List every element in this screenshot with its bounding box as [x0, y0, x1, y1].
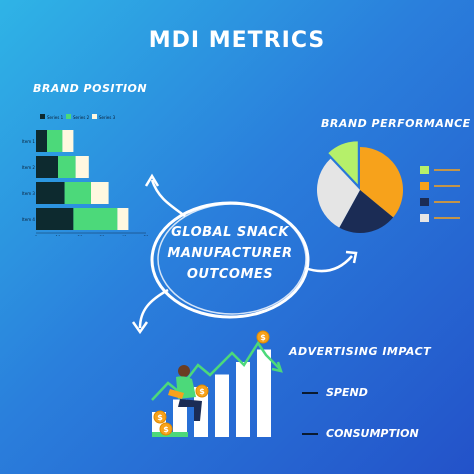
center-text: GLOBAL SNACK MANUFACTURER OUTCOMES	[160, 222, 300, 285]
legend-swatch-1	[40, 114, 45, 119]
coin-symbol: $	[157, 413, 163, 422]
x-tick-label: 0	[35, 235, 38, 236]
spend-legend-label: SPEND	[326, 386, 368, 399]
pie-legend-swatch	[420, 182, 429, 190]
pie-legend-swatch	[420, 214, 429, 222]
coin-icon	[256, 330, 270, 344]
trend-line	[151, 340, 281, 401]
center-ellipse	[150, 201, 310, 319]
center-text-line-3: OUTCOMES	[186, 267, 274, 282]
category-label: Item 1	[22, 139, 35, 144]
center-text-line-1: GLOBAL SNACK	[171, 225, 289, 240]
pie-legend-swatch	[420, 198, 429, 206]
person-head	[178, 365, 190, 377]
brand-performance-legend	[420, 166, 460, 222]
bar-segment	[36, 130, 47, 152]
arrow-to-brand-position	[150, 179, 186, 218]
bar-segment	[62, 130, 74, 152]
pie-slice	[360, 147, 403, 218]
growth-bar	[236, 362, 250, 437]
center-text-line-2: MANUFACTURER	[167, 246, 293, 261]
x-tick-label: 10	[55, 235, 61, 236]
bar-segment	[117, 208, 129, 230]
trend-arrowhead	[271, 361, 283, 373]
arrow-to-advertising	[138, 288, 169, 329]
person-legs	[178, 399, 202, 421]
x-tick-label: 30	[99, 235, 105, 236]
coin-icon	[153, 410, 167, 424]
consumption-legend-line	[302, 433, 318, 435]
pie-slice	[339, 190, 394, 233]
center-ellipse-stroke	[157, 203, 307, 315]
bar-segment	[75, 156, 89, 178]
bar-segment	[36, 182, 65, 204]
legend-label-1: Series 1	[47, 115, 64, 120]
growth-bar	[257, 349, 271, 437]
x-tick-label: 40	[121, 235, 127, 236]
pie-slice	[328, 141, 358, 185]
bar-segment	[58, 156, 76, 178]
legend-swatch-3	[92, 114, 97, 119]
consumption-legend-label: CONSUMPTION	[326, 427, 419, 440]
coin-icon	[159, 422, 173, 436]
category-label: Item 3	[22, 191, 35, 196]
brand-position-label: BRAND POSITION	[33, 82, 148, 95]
bar-segment	[36, 156, 58, 178]
spend-legend-line	[302, 392, 318, 394]
bar-segment	[64, 182, 91, 204]
growth-bar	[173, 399, 187, 437]
arrowhead-advertising	[131, 321, 149, 335]
bar-segment	[91, 182, 109, 204]
advertising-impact-chart: $$$$	[151, 330, 283, 437]
brand-performance-pie	[317, 141, 403, 233]
arrow-to-brand-performance	[304, 255, 353, 273]
category-label: Item 4	[22, 217, 35, 222]
pie-legend-swatch	[420, 166, 429, 174]
legend-label-3: Series 3	[99, 115, 116, 120]
arrowhead-brand-performance	[345, 250, 358, 264]
brand-performance-label: BRAND PERFORMANCE	[321, 117, 471, 130]
advertising-impact-label: ADVERTISING IMPACT	[289, 345, 432, 358]
coin-symbol: $	[260, 333, 266, 342]
legend-label-2: Series 2	[73, 115, 90, 120]
brand-position-chart: Series 1 Series 2 Series 3 Item 1 Item 2 Item…	[22, 114, 149, 236]
x-tick-label: 20	[77, 235, 83, 236]
pie-slice	[317, 158, 360, 228]
ground-block	[152, 432, 188, 437]
arrowhead-brand-position	[144, 173, 160, 187]
coin-symbol: $	[163, 425, 169, 434]
growth-bar	[194, 387, 208, 437]
bar-segment	[73, 208, 118, 230]
bar-segment	[36, 208, 74, 230]
growth-bar	[215, 374, 229, 437]
x-tick-label: 50	[143, 235, 149, 236]
coin-icon	[195, 384, 209, 398]
category-label: Item 2	[22, 165, 35, 170]
bar-segment	[47, 130, 63, 152]
coin-symbol: $	[199, 387, 205, 396]
laptop-icon	[168, 389, 184, 399]
legend-swatch-2	[66, 114, 71, 119]
page-title: MDI METRICS	[148, 28, 326, 53]
